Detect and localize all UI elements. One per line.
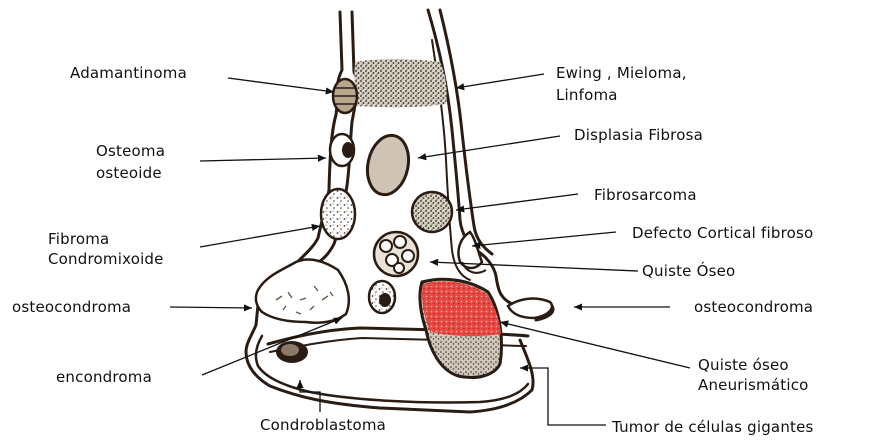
label-encondroma: encondroma (56, 368, 152, 387)
label-fibroma-2: Condromixoide (48, 250, 164, 269)
label-osteoma-osteoide-2: osteoide (96, 164, 162, 183)
osteocondroma-right-lesion (508, 299, 552, 318)
fibrosarcoma-lesion (412, 192, 452, 232)
label-fibroma-1: Fibroma (48, 230, 109, 249)
fibroma-condromixoide-lesion (321, 189, 355, 239)
displasia-fibrosa-lesion (362, 131, 414, 198)
label-tumor-celulas-gigantes: Tumor de células gigantes (612, 418, 814, 437)
label-adamantinoma: Adamantinoma (70, 64, 187, 83)
label-defecto-cortical: Defecto Cortical fibroso (632, 224, 813, 243)
osteocondroma-left-lesion (256, 260, 349, 323)
label-osteocondroma-left: osteocondroma (12, 298, 131, 317)
label-condroblastoma: Condroblastoma (260, 416, 386, 435)
label-aneurismatico-2: Aneurismático (698, 376, 809, 395)
label-quiste-oseo: Quiste Óseo (642, 262, 735, 281)
label-fibrosarcoma: Fibrosarcoma (594, 186, 697, 205)
label-osteoma-osteoide-1: Osteoma (96, 142, 165, 161)
quiste-oseo-lesion (374, 232, 418, 276)
label-osteocondroma-right: osteocondroma (694, 298, 813, 317)
label-ewing-2: Linfoma (556, 86, 618, 105)
label-aneurismatico-1: Quiste óseo (698, 356, 789, 375)
aneurismatico-lesion (420, 279, 502, 377)
label-displasia-fibrosa: Displasia Fibrosa (574, 126, 703, 145)
ewing-lesion (354, 59, 446, 107)
label-ewing-1: Ewing , Mieloma, (556, 64, 687, 83)
